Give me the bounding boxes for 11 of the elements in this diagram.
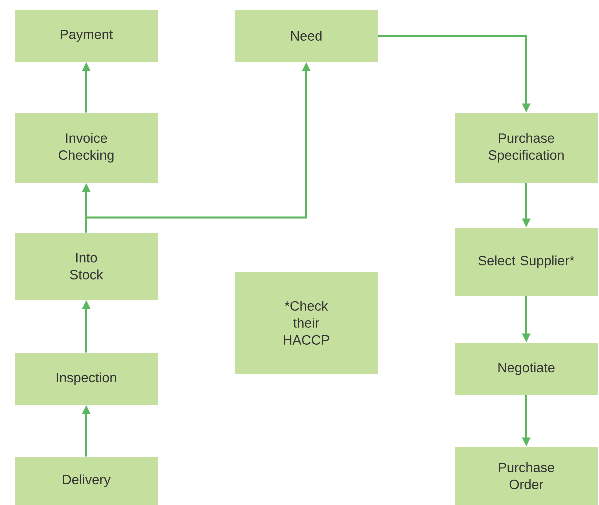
process-box: Need — [235, 10, 378, 62]
process-box: Payment — [15, 10, 158, 62]
process-box: Negotiate — [455, 343, 598, 395]
process-box: Purchase Specification — [455, 113, 598, 183]
process-box: *Check their HACCP — [235, 272, 378, 374]
process-box: Select Supplier* — [455, 228, 598, 296]
process-box: Invoice Checking — [15, 113, 158, 183]
process-box: Delivery — [15, 457, 158, 505]
process-box: Into Stock — [15, 233, 158, 300]
process-box: Purchase Order — [455, 447, 598, 505]
process-box: Inspection — [15, 353, 158, 405]
